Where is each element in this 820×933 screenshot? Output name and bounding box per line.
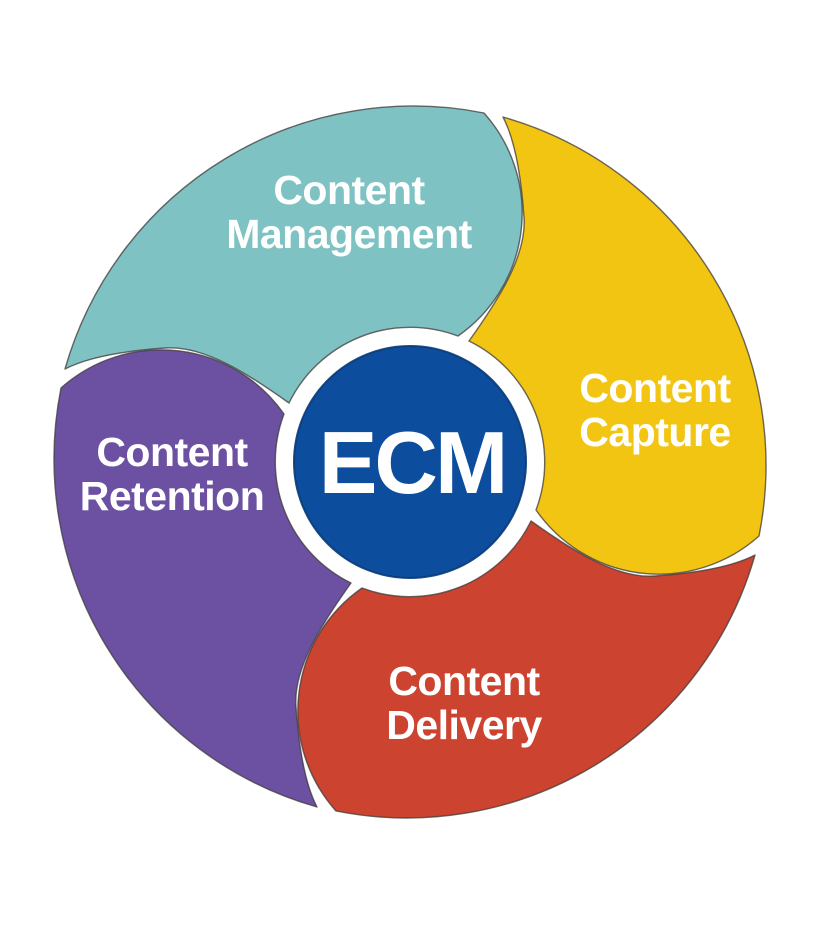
ecm-label: ECM	[318, 413, 509, 512]
ecm-circle	[293, 345, 527, 579]
label-content-delivery: Content Delivery	[386, 658, 542, 748]
label-content-capture: Content Capture	[579, 365, 731, 455]
label-content-retention: Content Retention	[79, 429, 265, 519]
label-content-management: Content Management	[226, 167, 472, 257]
